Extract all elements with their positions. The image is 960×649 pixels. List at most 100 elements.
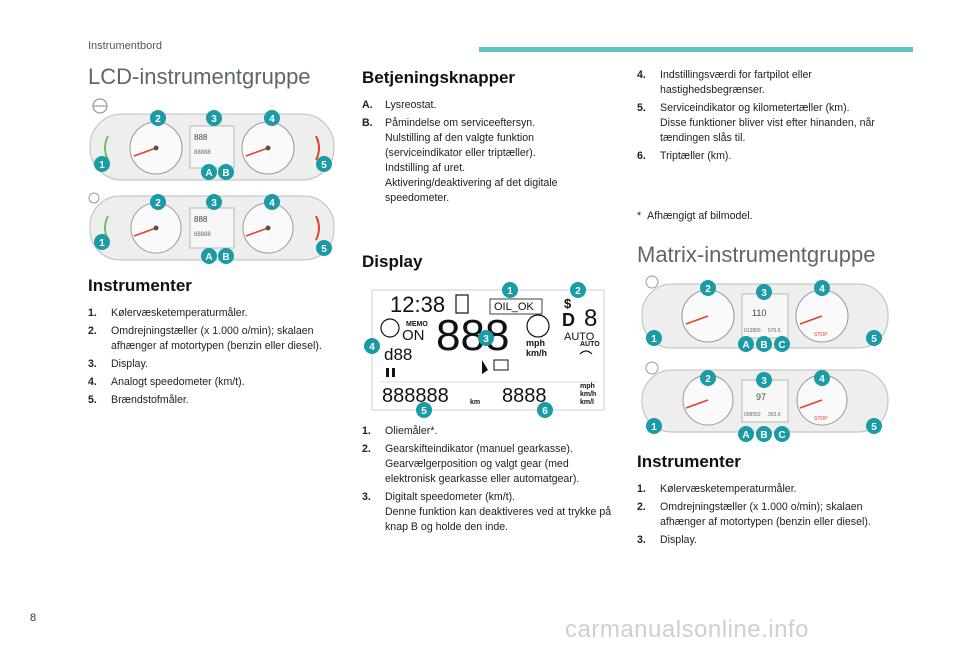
lcd-mph-small: mph [580, 383, 595, 390]
cluster-1-callouts: 1 2 3 4 5 A B [86, 96, 338, 188]
lcd-cluster-image-2: 888 88888 1 2 3 4 5 A B [86, 186, 338, 266]
matrix-speed-value: 110 [752, 308, 766, 318]
lcd-callout-6: 6 [542, 406, 548, 417]
svg-text:4: 4 [819, 284, 825, 295]
callout-3: 3 [211, 198, 217, 209]
list-item: A.Lysreostat. [362, 99, 437, 111]
lcd-callout-4: 4 [369, 342, 375, 353]
list-item: 4.Analogt speedometer (km/t). [88, 376, 245, 388]
controls-list: A.Lysreostat. B.Påmindelse om serviceeft… [362, 98, 602, 209]
svg-text:5: 5 [871, 334, 877, 345]
passenger-airbag-icon [493, 359, 509, 371]
lcd-trip: 8888 [502, 385, 547, 407]
svg-text:888: 888 [194, 215, 208, 224]
matrix-trip: 353.6 [768, 412, 781, 418]
callout-1: 1 [99, 238, 105, 249]
svg-text:1: 1 [651, 334, 657, 345]
lcd-mph: mph [526, 338, 545, 348]
callout-3: 3 [211, 114, 217, 125]
list-item: 4.Indstillingsværdi for fartpilot eller … [637, 69, 812, 96]
list-item: 3.Display. [88, 358, 148, 370]
svg-text:3: 3 [761, 376, 767, 387]
watermark: carmanualsonline.info [565, 616, 809, 643]
list-item: 1.Kølervæsketemperaturmåler. [637, 483, 797, 495]
header-accent-bar [479, 47, 913, 52]
svg-text:C: C [778, 430, 785, 441]
list-item: 3.Digitalt speedometer (km/t). Denne fun… [362, 491, 612, 533]
list-item: B.Påmindelse om serviceeftersyn. Nulstil… [362, 117, 558, 204]
list-item: 2.Gearskifteindikator (manuel gearkasse)… [362, 443, 580, 485]
matrix-cluster-title: Matrix-instrumentgruppe [637, 242, 876, 267]
matrix-speed-value: 97 [756, 392, 766, 402]
matrix-trip: 570.6 [768, 328, 781, 334]
section-header: Instrumentbord [88, 40, 162, 52]
callout-2: 2 [155, 198, 161, 209]
list-item: 1.Oliemåler*. [362, 425, 438, 437]
lcd-callout-5: 5 [421, 406, 427, 417]
instrumenter-heading-2: Instrumenter [637, 452, 741, 471]
wiper-icon [579, 350, 593, 355]
svg-text:3: 3 [761, 288, 767, 299]
matrix-cluster-image-2: 97 008552 353.6 STOP 1 2 3 4 5 A B C [636, 360, 894, 444]
callout-B: B [222, 252, 229, 263]
svg-text:5: 5 [871, 422, 877, 433]
list-item: 6.Triptæller (km). [637, 150, 732, 162]
list-item: 2.Omdrejningstæller (x 1.000 o/min); ska… [637, 501, 871, 528]
list-item: 3.Display. [637, 534, 697, 546]
svg-text:4: 4 [819, 374, 825, 385]
lcd-display-diagram: 12:38 OIL_OK $ D 8 AUTO MEMO ON 888 mph … [364, 282, 605, 418]
svg-text:1: 1 [651, 422, 657, 433]
display-list-continued: 4.Indstillingsværdi for fartpilot eller … [637, 68, 897, 167]
speed-limiter-icon [526, 314, 550, 338]
lcd-callout-3: 3 [483, 334, 489, 345]
lcd-kml: km/l [580, 399, 594, 406]
steering-wheel-icon [645, 275, 659, 289]
display-list: 1.Oliemåler*. 2.Gearskifteindikator (man… [362, 424, 614, 538]
callout-A: A [205, 252, 212, 263]
seatbelt-icon [482, 360, 488, 374]
instrument-list-2: 1.Kølervæsketemperaturmåler. 2.Omdrejnin… [637, 482, 899, 551]
lcd-clock: 12:38 [390, 292, 445, 317]
matrix-stop: STOP [814, 332, 828, 338]
lcd-oil: OIL_OK [494, 301, 534, 313]
callout-A: A [205, 168, 212, 179]
footnote: *Afhængigt af bilmodel. [637, 210, 753, 222]
lcd-cluster-title: LCD-instrumentgruppe [88, 64, 311, 89]
svg-text:2: 2 [705, 284, 711, 295]
list-item: 5.Brændstofmåler. [88, 394, 189, 406]
lcd-d88: d88 [384, 345, 412, 364]
lcd-auto-wiper: AUTO [580, 341, 600, 348]
display-heading: Display [362, 252, 423, 271]
lcd-kmh-small: km/h [580, 391, 596, 398]
svg-text:B: B [760, 340, 767, 351]
cruise-control-icon [380, 318, 400, 338]
list-item: 5.Serviceindikator og kilometertæller (k… [637, 102, 875, 144]
lcd-callout-2: 2 [575, 286, 581, 297]
svg-text:888: 888 [194, 133, 208, 142]
lcd-speed: 888 [436, 311, 509, 360]
list-item: 1.Kølervæsketemperaturmåler. [88, 307, 248, 319]
svg-text:2: 2 [705, 374, 711, 385]
steering-wheel-icon [645, 361, 659, 375]
callout-B: B [222, 168, 229, 179]
svg-text:8: 8 [584, 305, 597, 332]
lcd-odometer: 888888 [382, 385, 449, 407]
callout-5: 5 [321, 160, 327, 171]
controls-heading: Betjeningsknapper [362, 68, 516, 87]
fuel-pump-icon [455, 294, 469, 314]
steering-wheel-icon [88, 192, 100, 204]
svg-text:88888: 88888 [194, 232, 211, 238]
matrix-stop: STOP [814, 416, 828, 422]
callout-1: 1 [99, 160, 105, 171]
matrix-odometer: 013855 [744, 328, 761, 334]
svg-text:B: B [760, 430, 767, 441]
matrix-odometer: 008552 [744, 412, 761, 418]
lcd-km: km [470, 399, 480, 406]
callout-4: 4 [269, 198, 275, 209]
matrix-cluster-image-1: 110 013855 570.6 STOP 1 2 3 4 5 A B C [636, 272, 894, 360]
instrumenter-heading-1: Instrumenter [88, 276, 192, 295]
lcd-on: ON [402, 327, 425, 344]
page-number: 8 [30, 612, 37, 624]
lcd-memo: MEMO [406, 321, 428, 328]
lcd-callout-1: 1 [507, 286, 513, 297]
